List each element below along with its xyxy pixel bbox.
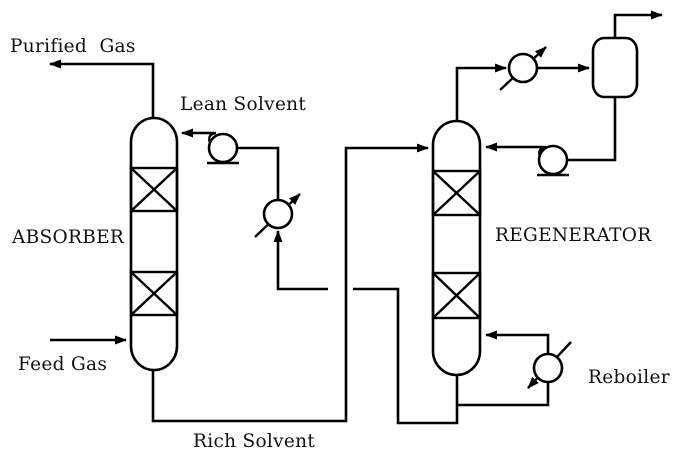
lean-solvent-line-to-exchanger: [273, 230, 328, 291]
lean-solvent-line-to-pump: [238, 146, 280, 200]
absorber-packing-bed-1: [129, 166, 179, 213]
label-feed-gas: Feed Gas: [18, 354, 107, 375]
overhead-condenser: [507, 52, 539, 84]
acid-gas-line: [613, 10, 663, 38]
label-reboiler: Reboiler: [588, 367, 670, 388]
rich-solvent-line: [151, 143, 429, 423]
label-rich-solvent: Rich Solvent: [193, 431, 315, 452]
pump-volute: [538, 145, 547, 158]
reflux-drum: [591, 36, 639, 99]
regenerator-overhead-line: [455, 63, 507, 121]
lean-rich-heat-exchanger: [262, 198, 294, 230]
label-absorber: ABSORBER: [11, 227, 125, 248]
lean-solvent-pump: [207, 131, 239, 165]
lean-solvent-line-bottoms: [353, 287, 459, 425]
pump-volute: [208, 131, 217, 144]
absorber-shell: [129, 116, 179, 372]
label-regenerator: REGENERATOR: [495, 225, 652, 246]
regenerator-packing-bed-2: [431, 271, 482, 320]
reboiler-heat-exchanger: [532, 352, 564, 384]
regenerator-shell: [431, 119, 482, 377]
reflux-drum-outlet-line: [568, 97, 617, 162]
purified-gas-line: [49, 59, 155, 118]
label-lean-solvent: Lean Solvent: [180, 94, 306, 115]
absorber-column: [129, 116, 179, 372]
regenerator-column: [431, 119, 482, 377]
regenerator-packing-bed-1: [431, 169, 482, 217]
absorber-packing-bed-2: [129, 270, 179, 317]
reflux-pump: [537, 144, 569, 177]
reboiler-liquid-line: [457, 382, 550, 407]
reboiler-vapor-return-line: [485, 330, 550, 354]
label-purified-gas: Purified Gas: [10, 36, 136, 57]
